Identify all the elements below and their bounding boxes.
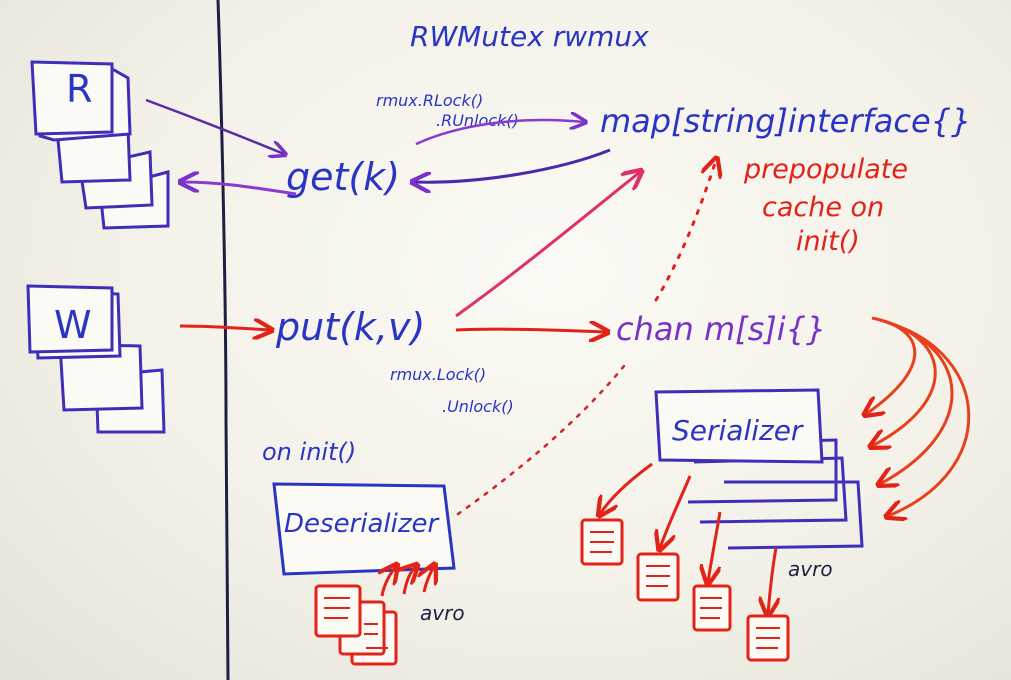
put-to-map-arrow: [455, 172, 640, 318]
map-label: map[string]interface{}: [600, 102, 971, 140]
runlock-label: .RUnlock(): [436, 111, 519, 130]
serializer-to-files-arrows: [600, 462, 776, 614]
serializer-box: [654, 388, 824, 464]
writer-to-put-arrow: [179, 326, 270, 330]
init-label: init(): [796, 226, 860, 257]
writer-stack: [26, 284, 166, 434]
writer-label: W: [54, 303, 92, 347]
rwmutex-title: RWMutex rwmux: [410, 20, 649, 53]
put-function: put(k,v): [275, 305, 425, 349]
get-to-map-arrow: [415, 120, 584, 146]
lock-label: rmux.Lock(): [390, 365, 486, 384]
serializer-label: Serializer: [672, 414, 804, 447]
map-to-get-arrow: [414, 148, 611, 182]
on-init-label: on init(): [262, 438, 356, 466]
deserializer-to-chan-dotted-line: [456, 364, 626, 516]
put-to-chan-arrow: [455, 329, 606, 332]
cache-on-label: cache on: [762, 192, 884, 223]
get-to-reader-arrow: [182, 182, 297, 196]
reader-stack: [30, 60, 170, 230]
get-function: get(k): [286, 155, 400, 199]
unlock-label: .Unlock(): [442, 397, 514, 416]
deserializer-label: Deserializer: [284, 509, 440, 539]
prepopulate-label: prepopulate: [743, 154, 908, 185]
file-lines-right: [590, 531, 780, 649]
chan-to-serializer-arrows: [866, 316, 971, 516]
chan-label: chan m[s]i{}: [616, 310, 826, 348]
reader-to-get-arrow: [145, 98, 284, 154]
reader-label: R: [66, 67, 92, 111]
divider-line: [216, 0, 230, 680]
file-lines-left: [324, 597, 388, 649]
avro-left-label: avro: [420, 601, 465, 625]
avro-right-label: avro: [788, 557, 833, 581]
deserializer-box: [272, 482, 456, 576]
chan-to-map-dotted-line: [654, 160, 716, 302]
rlock-label: rmux.RLock(): [376, 91, 483, 110]
files-to-deserializer-arrows: [382, 566, 434, 597]
